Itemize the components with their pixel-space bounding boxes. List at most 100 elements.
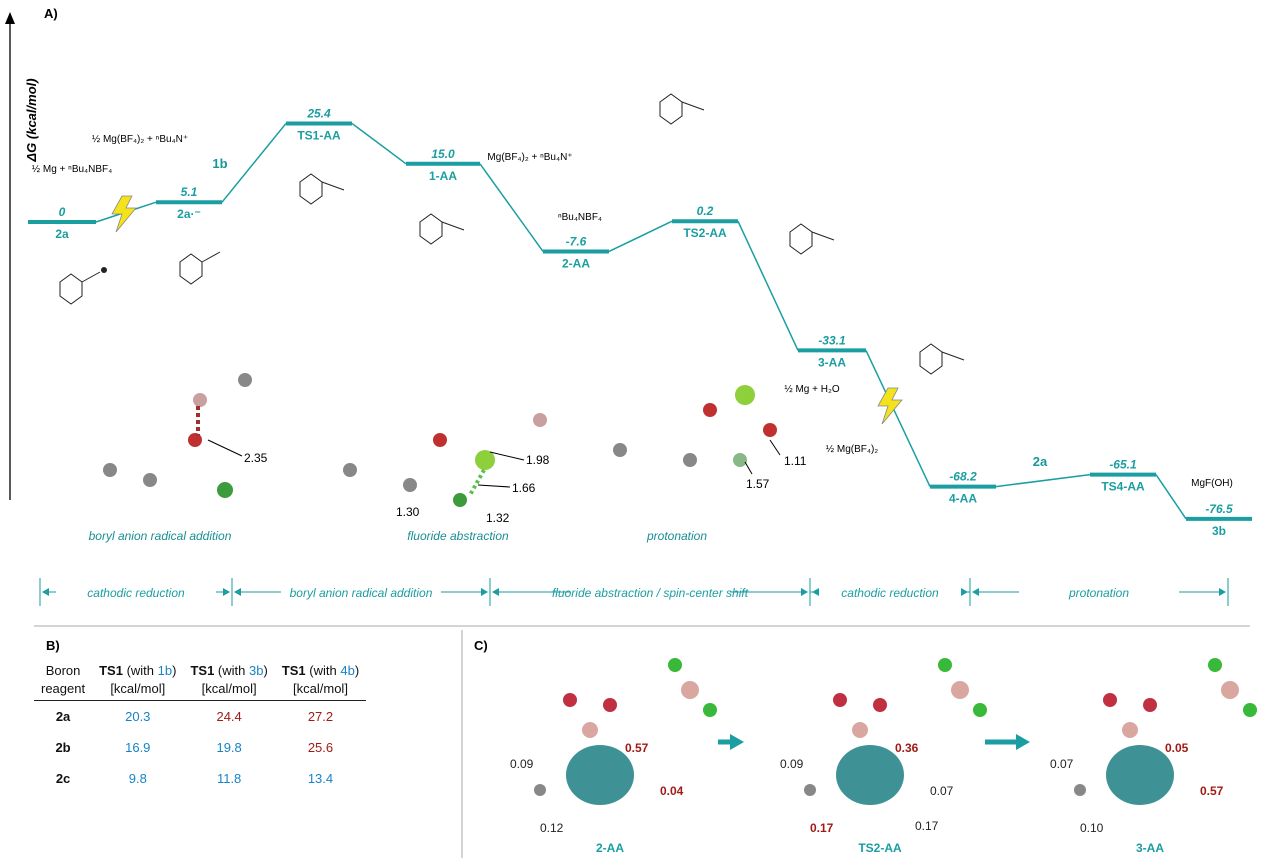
- cell-2c-4b: 13.4: [307, 771, 334, 786]
- carbon-atom: [804, 784, 816, 796]
- caption-protonation: protonation: [646, 529, 707, 543]
- fluorine-atom: [1243, 703, 1257, 717]
- connector-7: [865, 350, 931, 487]
- stage-arrow-left-3: [812, 588, 819, 596]
- header-close-c: ): [354, 663, 360, 678]
- y-axis-label: ΔG (kcal/mol): [24, 78, 39, 162]
- spin-value: 0.17: [915, 819, 939, 833]
- energy-value-5: 0.2: [697, 204, 714, 218]
- species-label-1: 2a·⁻: [177, 207, 201, 221]
- oxygen-atom: [1143, 698, 1157, 712]
- header-with-c: (with: [309, 663, 337, 678]
- stage-arrow-right-2: [801, 588, 808, 596]
- species-label-3: 1-AA: [429, 169, 457, 183]
- cell-2c-1b: 9.8: [128, 771, 147, 786]
- connector-2: [221, 122, 287, 203]
- cell-2a-1b: 20.3: [125, 709, 151, 724]
- distance-1-11: 1.11: [784, 454, 807, 468]
- spin-value: 0.57: [625, 741, 649, 755]
- species-label-6: 3-AA: [818, 355, 846, 369]
- energy-value-6: -33.1: [818, 333, 846, 347]
- boron-atom: [1122, 722, 1138, 738]
- energy-levels: [28, 121, 1252, 521]
- reagent-mgfoh: MgF(OH): [1191, 478, 1233, 489]
- fluorine-atom: [1208, 658, 1222, 672]
- distance-labels: 2.35 1.98 1.66 1.30 1.32 1.11 1.57: [207, 439, 807, 525]
- spin-arrowhead-1: [1016, 734, 1030, 750]
- spin-structure-name: 3-AA: [1136, 841, 1164, 855]
- header-sub-4b: 4b: [340, 663, 355, 678]
- header-close-a: ): [172, 663, 177, 678]
- structure-2a: [59, 267, 107, 305]
- table-row: 2a 20.3 24.4 27.2: [34, 701, 366, 733]
- spin-density-lobe: [836, 745, 904, 805]
- spin-value: 0.07: [1050, 757, 1074, 771]
- stage-arrow-left-4: [972, 588, 979, 596]
- header-ts1-c: TS1: [281, 663, 306, 678]
- cell-2b-3b: 19.8: [216, 740, 242, 755]
- boron-atom: [582, 722, 598, 738]
- structure-ts1: [299, 173, 345, 205]
- oxygen-atom: [873, 698, 887, 712]
- spin-density-lobe: [566, 745, 634, 805]
- cell-2b-4b: 25.6: [307, 740, 334, 755]
- header-sub-1b: 1b: [157, 663, 173, 678]
- fluorine-atom: [938, 658, 952, 672]
- species-label-0: 2a: [55, 227, 69, 241]
- stage-label-2: fluoride abstraction / spin-center shift: [552, 586, 749, 600]
- spin-value: 0.12: [540, 821, 564, 835]
- model-radical-addition: [103, 373, 252, 498]
- spin-structure-name: 2-AA: [596, 841, 624, 855]
- panel-a-label: A): [44, 6, 58, 21]
- structure-2a-anion: [179, 251, 221, 285]
- connector-3: [351, 122, 407, 165]
- energy-value-8: -65.1: [1109, 458, 1137, 472]
- ball-stick-models: [103, 373, 777, 507]
- model-protonation: [613, 385, 777, 467]
- energy-value-4: -7.6: [566, 234, 587, 248]
- spin-value: 0.10: [1080, 821, 1104, 835]
- molecule-structures: [59, 93, 965, 375]
- energy-value-9: -76.5: [1205, 502, 1233, 516]
- structure-3aa: [789, 223, 835, 255]
- species-label-9: 3b: [1212, 524, 1226, 538]
- spin-density-lobe: [1106, 745, 1174, 805]
- spin-structure-name: TS2-AA: [858, 841, 902, 855]
- row-reagent-2b: 2b: [55, 740, 71, 755]
- oxygen-atom: [1103, 693, 1117, 707]
- header-boron: Boron: [45, 663, 81, 678]
- cell-2a-4b: 27.2: [307, 709, 334, 724]
- structure-ts2: [659, 93, 705, 125]
- stage-arrow-right-1: [481, 588, 488, 596]
- energy-value-1: 5.1: [181, 185, 198, 199]
- lightning-bolt-icon: [111, 195, 137, 233]
- header-unit-a: [kcal/mol]: [110, 681, 166, 696]
- reagent-mg-nbu4nbf4: ½ Mg + ⁿBu₄NBF₄: [32, 164, 112, 175]
- energy-labels: 05.125.415.0-7.60.2-33.1-68.2-65.1-76.5: [59, 106, 1233, 515]
- connector-9: [1155, 474, 1187, 520]
- connector-lines: [95, 122, 1187, 520]
- panel-c-label: C): [474, 638, 488, 653]
- cell-2b-1b: 16.9: [125, 740, 151, 755]
- distance-1-30: 1.30: [396, 505, 420, 519]
- cell-2c-3b: 11.8: [216, 771, 242, 786]
- boron-reagent-table: Boron reagent TS1 (with 1b) [kcal/mol] T…: [34, 660, 367, 794]
- species-label-5: TS2-AA: [683, 226, 727, 240]
- stage-arrow-right-4: [1219, 588, 1226, 596]
- species-label-8: TS4-AA: [1101, 480, 1145, 494]
- panel-b-label: B): [46, 638, 60, 653]
- connector-4: [479, 163, 544, 252]
- spin-value: 0.57: [1200, 784, 1224, 798]
- oxygen-atom: [563, 693, 577, 707]
- structure-4aa: [919, 343, 965, 375]
- step-captions: boryl anion radical addition fluoride ab…: [89, 529, 708, 543]
- boron-atom-bf4: [1221, 681, 1239, 699]
- reagent-mg-h2o: ½ Mg + H₂O: [784, 384, 840, 395]
- caption-radical-addition: boryl anion radical addition: [89, 529, 232, 543]
- oxygen-atom: [833, 693, 847, 707]
- species-label-7: 4-AA: [949, 492, 977, 506]
- connector-8: [995, 473, 1091, 488]
- connector-6: [737, 220, 799, 351]
